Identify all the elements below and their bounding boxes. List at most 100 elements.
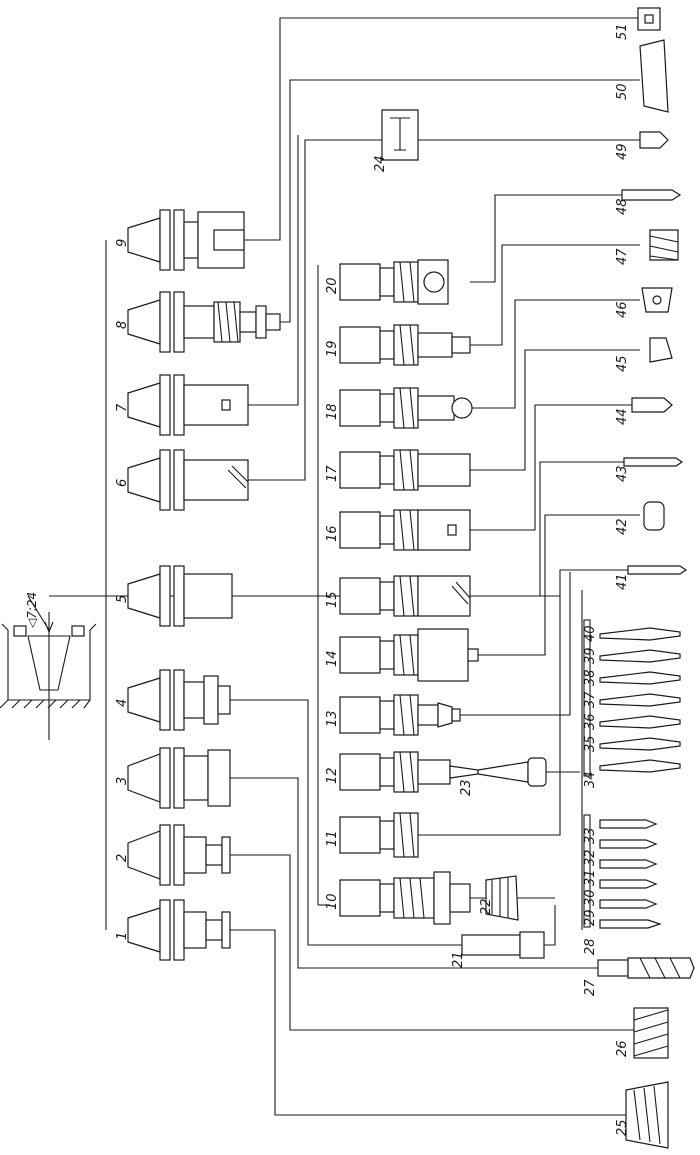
- label-9: 9: [115, 239, 130, 247]
- adapter-11: [339, 812, 419, 858]
- holder-9: [127, 209, 245, 271]
- label-25: 25: [615, 1119, 630, 1136]
- tool-43: [623, 457, 684, 467]
- adapter-18: [339, 387, 473, 429]
- label-4: 4: [115, 699, 130, 707]
- adapter-16: [339, 509, 471, 551]
- tool-26: [633, 1007, 669, 1059]
- line-3-27: [230, 777, 600, 969]
- holder-8: [127, 291, 281, 353]
- label-8: 8: [115, 321, 130, 329]
- label-43: 43: [615, 465, 630, 482]
- label-40: 40: [583, 625, 598, 642]
- adapter-19: [339, 324, 471, 366]
- label-49: 49: [615, 143, 630, 160]
- holder-6: [127, 449, 249, 511]
- line-15-43: [470, 461, 640, 597]
- label-21: 21: [451, 951, 466, 968]
- label-17: 17: [325, 465, 340, 482]
- part-23: [477, 757, 547, 787]
- adapter-10: [339, 871, 471, 925]
- label-30: 30: [583, 889, 598, 906]
- label-22: 22: [479, 898, 494, 915]
- label-14: 14: [325, 650, 340, 667]
- tool-49: [639, 131, 669, 149]
- holder-1: [127, 899, 231, 961]
- line-9-51: [230, 17, 640, 241]
- holder-2: [127, 824, 231, 886]
- label-26: 26: [615, 1040, 630, 1057]
- part-21: [461, 931, 545, 959]
- label-7: 7: [115, 403, 130, 412]
- label-12: 12: [325, 767, 340, 784]
- label-31: 31: [583, 869, 598, 886]
- label-37: 37: [583, 691, 598, 708]
- holder-labels: 1 2 3 4 5 6 7 8 9: [115, 239, 130, 940]
- label-20: 20: [325, 277, 340, 294]
- tool-45: [649, 337, 673, 363]
- label-33: 33: [583, 827, 598, 844]
- socket-key-right: [71, 625, 85, 637]
- tool-25: [625, 1081, 669, 1149]
- label-18: 18: [325, 403, 340, 420]
- tool-50: [639, 39, 669, 113]
- tool-labels: 25 26 27 28 29 30 31 32 33 34 35 36 37 3…: [583, 23, 630, 1136]
- adapter-14: [339, 628, 479, 682]
- label-41: 41: [615, 573, 630, 590]
- tool-48: [621, 189, 682, 201]
- label-42: 42: [615, 518, 630, 535]
- label-10: 10: [325, 893, 340, 910]
- label-45: 45: [615, 355, 630, 372]
- part-24: [381, 109, 419, 161]
- holder-7: [127, 374, 249, 436]
- line-16-44: [470, 404, 640, 531]
- tool-42: [643, 501, 665, 531]
- line-4-adapters: [230, 699, 556, 946]
- label-32: 32: [583, 849, 598, 866]
- line-2-26: [230, 854, 640, 1031]
- label-16: 16: [325, 525, 340, 542]
- adapter-13: [339, 694, 461, 736]
- connection-lines: [49, 17, 640, 1116]
- adapter-12: [339, 751, 479, 793]
- holder-3: [127, 747, 231, 809]
- label-6: 6: [115, 479, 130, 487]
- part-22: [485, 875, 519, 921]
- label-1: 1: [115, 932, 130, 940]
- adapter-17: [339, 449, 471, 491]
- tools-28-33: [583, 814, 662, 929]
- line-17-45: [470, 349, 640, 471]
- line-1-25: [230, 929, 640, 1116]
- label-19: 19: [325, 340, 340, 357]
- tool-41: [627, 565, 688, 575]
- label-5: 5: [115, 595, 130, 603]
- tool-47: [649, 229, 679, 261]
- label-47: 47: [615, 248, 630, 265]
- adapter-20: [339, 259, 449, 305]
- spindle-socket: [0, 595, 97, 740]
- line-11-41: [418, 569, 640, 836]
- label-34: 34: [583, 771, 598, 788]
- tools-34-40: [583, 619, 681, 777]
- tool-51: [637, 7, 661, 31]
- label-15: 15: [325, 591, 340, 608]
- tool-46: [641, 287, 673, 313]
- label-11: 11: [325, 830, 340, 847]
- label-29: 29: [583, 909, 598, 926]
- holder-4: [127, 669, 231, 731]
- line-13: [460, 572, 571, 716]
- label-3: 3: [115, 777, 130, 785]
- label-24: 24: [373, 155, 388, 172]
- label-51: 51: [615, 23, 630, 40]
- label-50: 50: [615, 83, 630, 100]
- socket-key-left: [13, 625, 27, 637]
- label-23: 23: [459, 779, 474, 796]
- tool-44: [631, 397, 673, 413]
- label-27: 27: [583, 979, 598, 996]
- line-20-48: [470, 194, 640, 283]
- adapter-labels: 10 11 12 13 14 15 16 17 18 19 20: [325, 277, 340, 910]
- holder-5: [127, 565, 233, 627]
- part-labels: 21 22 23 24: [373, 155, 494, 968]
- label-48: 48: [615, 198, 630, 215]
